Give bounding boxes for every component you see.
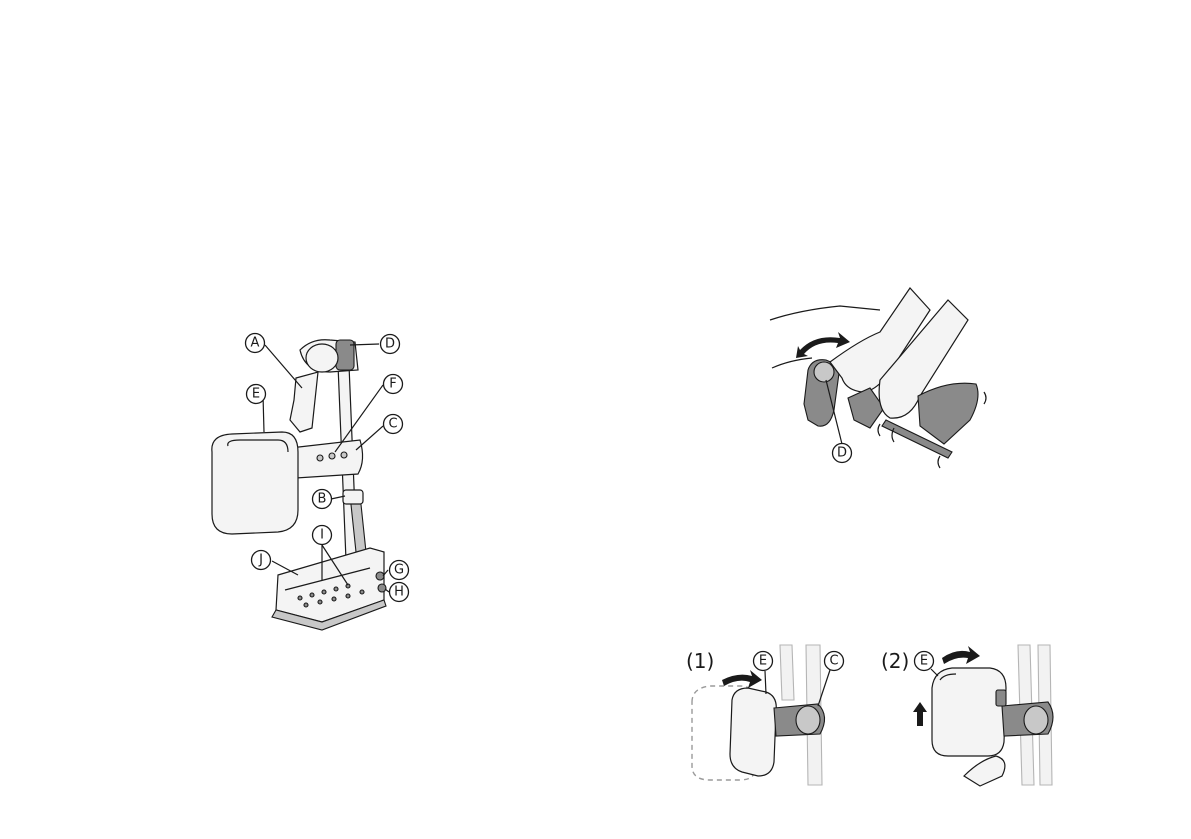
svg-text:J: J [258,553,263,568]
svg-text:G: G [394,563,404,578]
callout-a: A [246,334,265,353]
hand [964,756,1005,786]
callout-c: C [825,652,844,671]
callout-e: E [915,652,934,671]
step-number: (1) [686,649,714,673]
step2-illustration: (2) E [880,640,1060,788]
calf-pad-rotated [730,688,776,776]
svg-text:E: E [759,654,767,669]
calf-clamp [290,440,363,478]
rotate-arrow-icon [722,670,762,688]
legrest-illustration: A D F E C B I J G H [195,325,425,630]
svg-text:E: E [920,654,928,669]
up-arrow-icon [913,702,927,726]
calf-pad [212,432,298,534]
callout-j: J [252,551,271,570]
shoe [918,383,978,444]
step1-figure: (1) E C [684,640,852,788]
svg-text:C: C [388,417,397,432]
callout-d: D [833,444,852,463]
legrest-figure: A D F E C B I J G H [195,325,425,630]
callout-b: B [313,490,332,509]
svg-text:A: A [251,336,260,351]
rotate-arrow-icon [942,646,980,664]
hinge-h [378,584,386,592]
step1-illustration: (1) E C [684,640,852,788]
hanger-bracket [290,372,318,432]
adjust-clamp-figure: D [760,280,992,470]
svg-text:C: C [829,654,838,669]
clamp-knob [814,362,834,382]
svg-text:D: D [837,446,847,461]
svg-text:F: F [389,377,396,392]
callout-f: F [384,375,403,394]
callout-g: G [390,561,409,580]
callout-e: E [754,652,773,671]
svg-text:E: E [252,387,260,402]
height-collar [343,490,363,504]
callout-c: C [384,415,403,434]
svg-text:I: I [320,528,324,543]
svg-text:D: D [385,337,395,352]
calf-pad-lifted [932,668,1006,756]
svg-text:B: B [318,492,327,507]
clamp-hub [306,344,338,372]
callout-i: I [313,526,332,545]
callout-d: D [381,335,400,354]
adjust-illustration: D [760,280,992,470]
callout-e: E [247,385,266,404]
hinge-g [376,572,384,580]
callout-h: H [390,583,409,602]
step2-figure: (2) E [880,640,1060,788]
step-number: (2) [881,649,909,673]
svg-text:H: H [394,585,404,600]
